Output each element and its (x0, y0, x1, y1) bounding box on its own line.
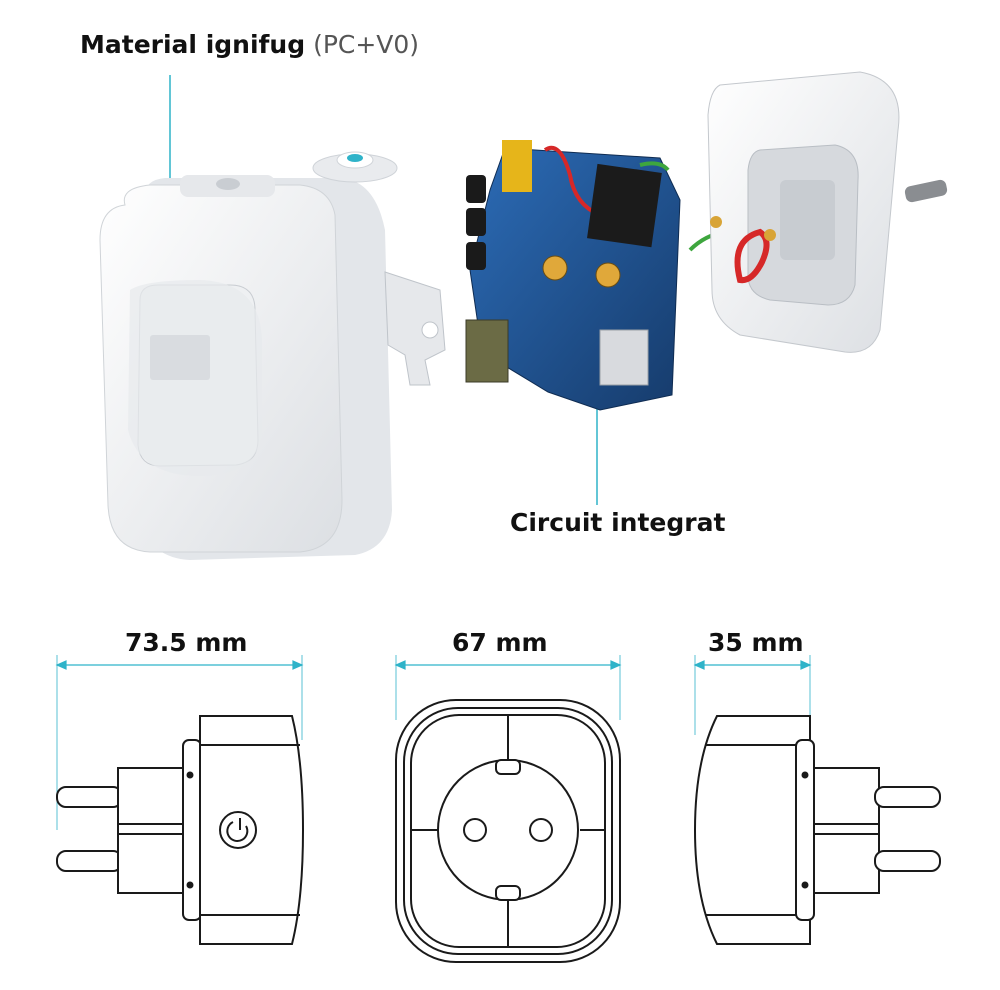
rear-plate (707, 71, 948, 353)
power-button (312, 151, 398, 183)
dim-label-side: 73.5 mm (125, 628, 248, 657)
front-housing (99, 175, 393, 560)
circuit-label: Circuit integrat (510, 508, 726, 537)
dim-line-depth (693, 655, 812, 765)
front-view-drawing (395, 699, 621, 963)
dim-line-front (394, 655, 622, 720)
material-label-sub: (PC+V0) (313, 30, 420, 59)
ground-clip (384, 271, 446, 386)
material-label-bold: Material ignifug (80, 30, 306, 59)
dim-label-depth: 35 mm (708, 628, 804, 657)
circuit-board (465, 140, 726, 411)
material-label: Material ignifug (PC+V0) (80, 30, 419, 59)
depth-view-drawing (693, 715, 941, 945)
dim-line-side (55, 655, 304, 830)
side-view-drawing (56, 715, 305, 945)
dim-label-front: 67 mm (452, 628, 548, 657)
